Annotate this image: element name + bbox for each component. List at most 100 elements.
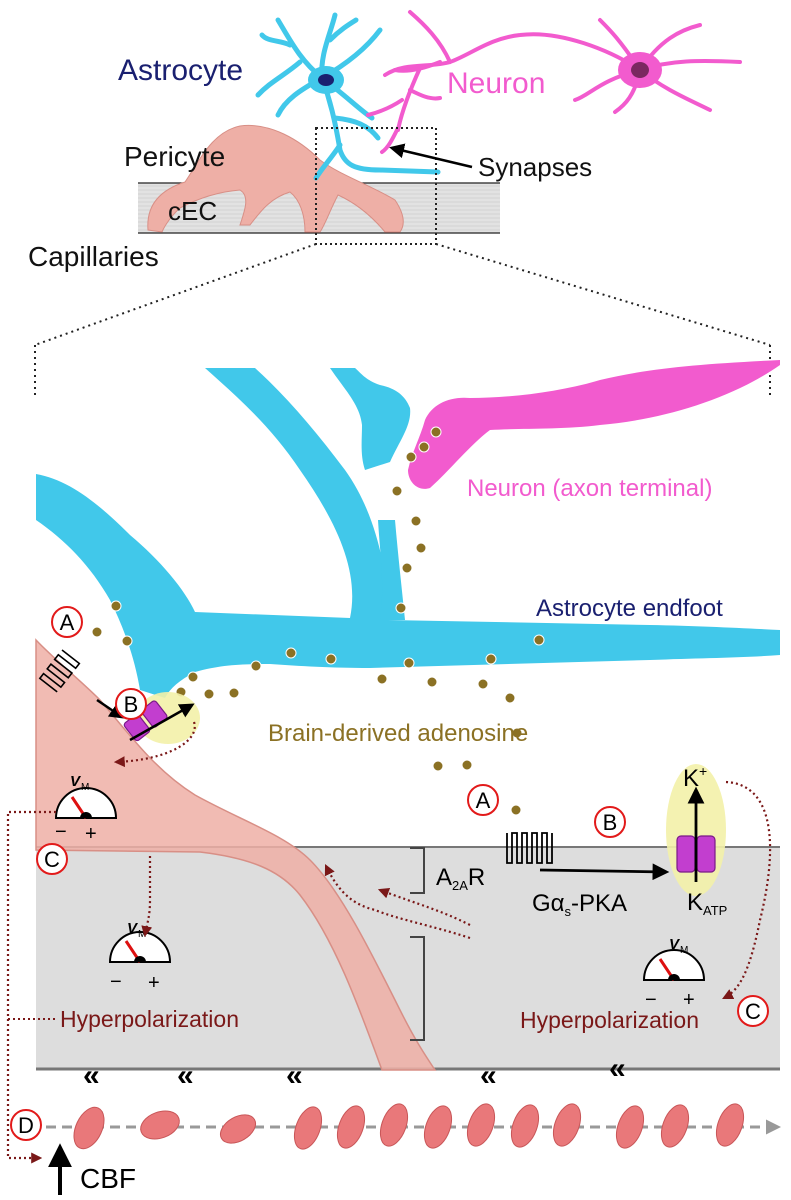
adenosine-dot [228, 687, 240, 699]
neuron-nucleus [631, 62, 649, 78]
adenosine-dot [250, 660, 262, 672]
astrocyte-branch [330, 368, 411, 470]
label-capillaries: Capillaries [28, 241, 159, 272]
adenosine-dot [110, 600, 122, 612]
marker-c-right-text: C [745, 999, 761, 1024]
adenosine-dot [401, 562, 413, 574]
marker-a-right: A [467, 784, 499, 816]
bracket-lower [410, 936, 425, 1041]
adenosine-dot [426, 676, 438, 688]
adenosine-dot [430, 426, 442, 438]
adenosine-dot [391, 485, 403, 497]
vm-meter-middle-plus: + [148, 972, 160, 994]
rbc [615, 1105, 645, 1149]
overview-panel: Astrocyte Neuron Pericyte Synapses cEC C… [28, 10, 771, 395]
label-gas-g: G [532, 890, 551, 917]
endothelial-hyperpol-path [722, 780, 772, 999]
label-gas-sub: s [565, 904, 572, 919]
marker-b-right-text: B [603, 810, 618, 835]
adenosine-dot [405, 451, 417, 463]
adenosine-dot [432, 760, 444, 772]
endothelial-katp-right [696, 835, 716, 873]
endothelial-a2ar-receptor [506, 832, 553, 864]
vm-meter-right-m: M [680, 945, 688, 956]
adenosine-dot [510, 804, 522, 816]
adenosine-dot [187, 671, 199, 683]
adenosine-dot [376, 673, 388, 685]
flow-chevron: « [177, 1059, 194, 1092]
bracket-upper [410, 847, 425, 894]
marker-a-right-text: A [476, 788, 491, 813]
flow-chevron: « [286, 1059, 303, 1092]
label-kplus-sup: + [699, 763, 707, 779]
adenosine-dot [395, 602, 407, 614]
neuron-axon-terminal [408, 360, 780, 489]
flow-chevrons: « « « « « [83, 1052, 626, 1092]
vm-meter-right-v: V [669, 936, 681, 953]
label-neuron: Neuron [447, 67, 545, 100]
adenosine-dot [203, 688, 215, 700]
astrocyte-endfoot [36, 368, 780, 698]
rbc [423, 1105, 453, 1149]
label-kplus: K+ [683, 763, 707, 792]
marker-b-left: B [115, 688, 147, 720]
marker-d: D [10, 1109, 42, 1141]
marker-c-left: C [36, 843, 68, 875]
red-blood-cells [73, 1103, 745, 1150]
label-astrocyte: Astrocyte [118, 54, 243, 87]
rbc [73, 1106, 105, 1150]
pericyte-katp-efflux-arrow [129, 703, 195, 742]
label-gas-tail: -PKA [571, 890, 627, 917]
adenosine-particles [91, 426, 545, 816]
vm-meter-left-minus: − [55, 821, 67, 843]
flow-chevron: « [609, 1052, 626, 1085]
label-gas-pka: Gαs-PKA [532, 890, 627, 919]
neuron-cell [366, 10, 742, 154]
label-adenosine: Brain-derived adenosine [268, 720, 528, 747]
label-a2ar: A2AR [436, 864, 485, 893]
marker-a-left: A [51, 606, 83, 638]
marker-b-left-text: B [124, 692, 139, 717]
marker-b-right: B [594, 806, 626, 838]
adenosine-dot [418, 441, 430, 453]
adenosine-dot [511, 727, 523, 739]
rbc [510, 1104, 540, 1148]
label-kplus-main: K [683, 765, 699, 792]
pericyte-a2ar-receptor [38, 649, 81, 693]
adenosine-dot [403, 657, 415, 669]
pericyte-lumen-path-a [141, 856, 153, 938]
rbc [140, 1110, 180, 1140]
pericyte-cell [147, 124, 404, 233]
label-katp: KATP [687, 889, 727, 918]
detail-panel: V M − + V M − + V M − + [6, 360, 781, 1195]
pericyte-hyperpol-path [113, 721, 196, 768]
label-synapses: Synapses [478, 152, 592, 182]
label-pericyte: Pericyte [124, 141, 225, 172]
synapses-arrow [389, 143, 473, 169]
vm-meter-right-plus: + [683, 989, 695, 1011]
vm-meter-middle-minus: − [110, 971, 122, 993]
adenosine-dot [504, 692, 516, 704]
marker-a-left-text: A [60, 610, 75, 635]
vm-meter-middle: V M − + [108, 920, 172, 994]
vm-meter-left-v: V [70, 773, 82, 790]
adenosine-dot [485, 653, 497, 665]
label-katp-sub: ATP [703, 903, 727, 918]
marker-c-left-text: C [44, 847, 60, 872]
zoom-box [315, 127, 437, 245]
rbc [336, 1105, 366, 1149]
label-neuron-terminal: Neuron (axon terminal) [467, 475, 712, 502]
rbc [466, 1103, 496, 1147]
label-hyperpol-right: Hyperpolarization [520, 1007, 699, 1033]
rbc [379, 1103, 409, 1147]
astrocyte-terminal-branch [378, 520, 405, 620]
label-cec: cEC [168, 196, 217, 226]
label-a2ar-sub: 2A [452, 878, 468, 893]
vm-meter-right: V M − + [642, 936, 706, 1011]
flow-chevron: « [83, 1059, 100, 1092]
label-cbf: CBF [80, 1163, 136, 1194]
rbc [660, 1104, 690, 1148]
rbc [219, 1114, 257, 1144]
vm-meter-right-minus: − [645, 989, 657, 1011]
label-a2ar-tail: R [468, 864, 485, 891]
